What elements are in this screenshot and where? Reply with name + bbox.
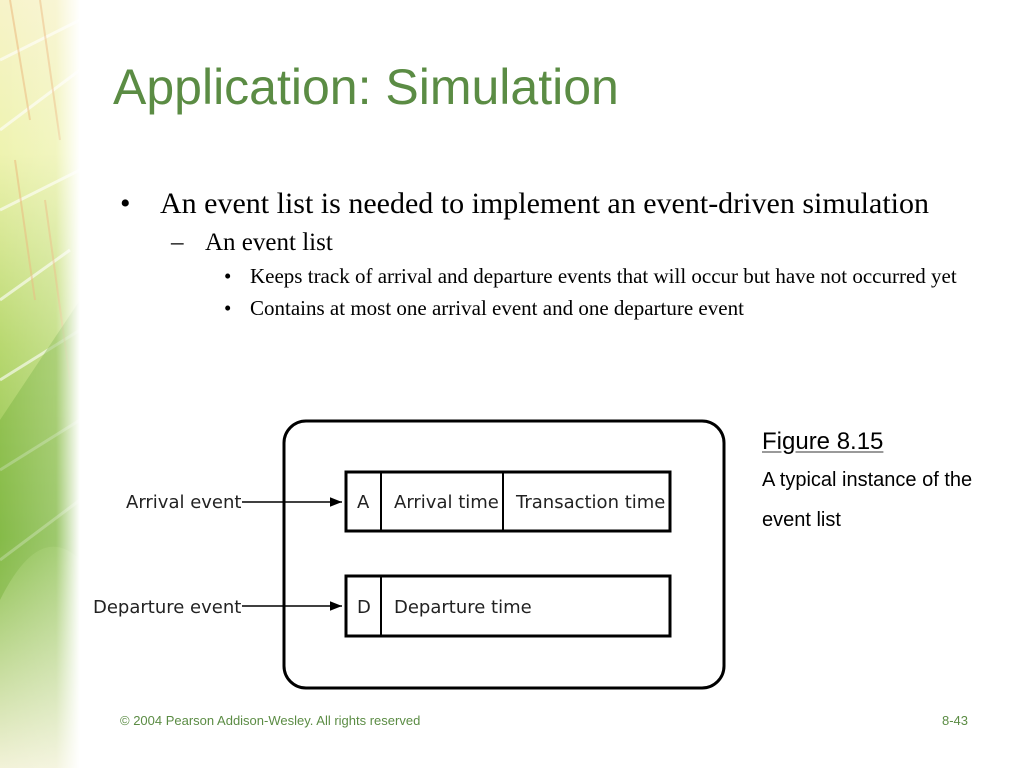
bullet-item: • An event list is needed to implement a…	[120, 186, 980, 222]
bullet-marker: •	[224, 264, 232, 288]
departure-record	[344, 574, 672, 638]
dash-marker: –	[171, 229, 184, 256]
sub-sub-bullet-item: • Contains at most one arrival event and…	[120, 295, 980, 322]
figure-caption: Figure 8.15 A typical instance of the ev…	[762, 428, 992, 540]
slide-title: Application: Simulation	[113, 59, 619, 115]
page-number: 8-43	[942, 713, 969, 728]
departure-event-label: Departure event	[93, 597, 241, 618]
sub-sub-bullet-item: • Keeps track of arrival and departure e…	[120, 263, 980, 290]
copyright-footer: © 2004 Pearson Addison-Wesley. All right…	[120, 713, 421, 728]
bullet-marker: •	[120, 187, 131, 220]
figure-description: A typical instance of the event list	[762, 469, 973, 531]
decorative-side-art	[0, 0, 80, 768]
arrival-record	[344, 470, 672, 533]
event-list-container	[282, 419, 726, 690]
sub-sub-bullet-text: Contains at most one arrival event and o…	[250, 296, 744, 320]
event-list-figure: Arrival event A Arrival time Transaction…	[93, 419, 726, 690]
sub-bullet-item: – An event list	[120, 228, 980, 258]
bullet-list: • An event list is needed to implement a…	[120, 186, 980, 322]
sub-bullet-text: An event list	[205, 229, 333, 256]
arrival-event-label: Arrival event	[126, 492, 241, 513]
arrival-type-cell: A	[357, 492, 370, 513]
bullet-marker: •	[224, 296, 232, 320]
departure-type-cell: D	[357, 597, 371, 618]
arrival-time-cell: Arrival time	[394, 492, 499, 513]
sub-sub-bullet-text: Keeps track of arrival and departure eve…	[250, 264, 957, 288]
figure-number: Figure 8.15	[762, 428, 884, 455]
departure-time-cell: Departure time	[394, 597, 532, 618]
bullet-text: An event list is needed to implement an …	[160, 187, 929, 220]
transaction-time-cell: Transaction time	[515, 492, 665, 513]
